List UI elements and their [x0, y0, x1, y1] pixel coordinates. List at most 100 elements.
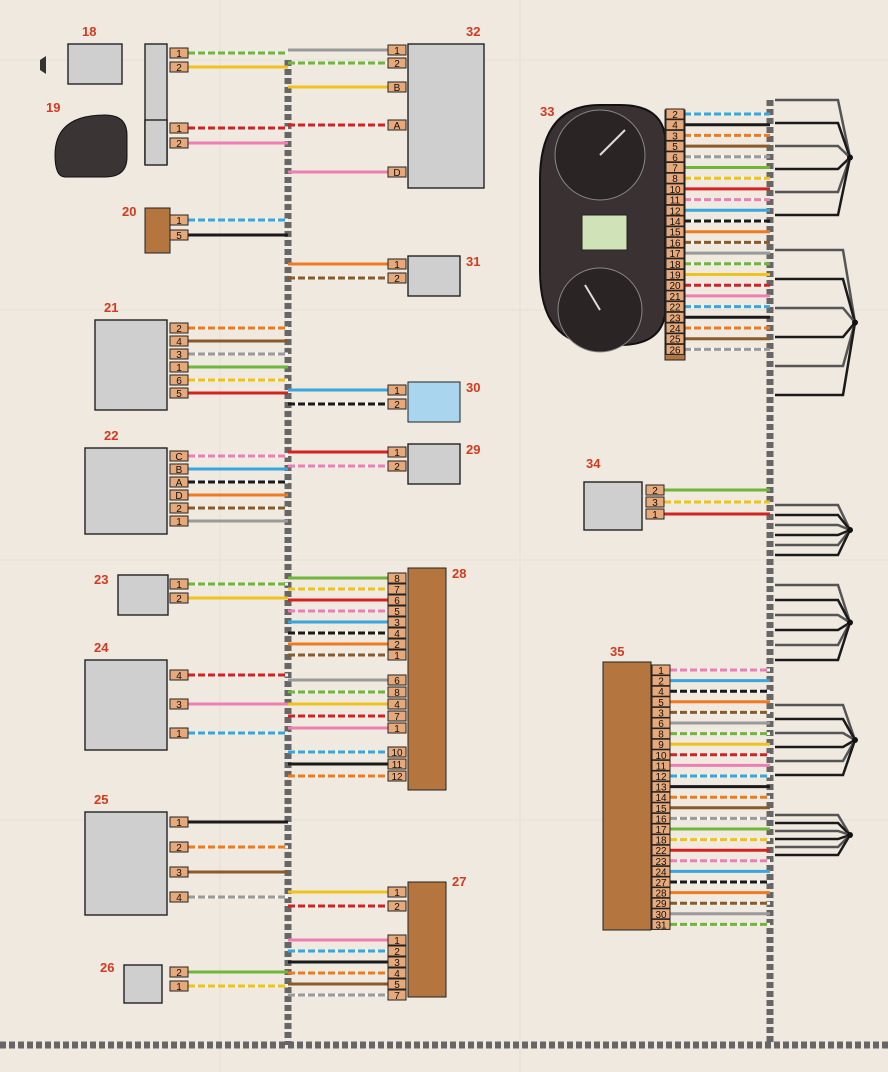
ground-wire [775, 621, 852, 647]
pin-label: 27 [655, 878, 667, 889]
ground-wire [775, 598, 852, 624]
ground-wire [775, 622, 852, 662]
connector-pin: 2 [387, 460, 407, 473]
connector-pin: 2 [387, 900, 407, 913]
connector-pin: 6 [387, 594, 407, 607]
connector-pin: 12 [387, 770, 407, 783]
connector-pin: 4 [387, 698, 407, 711]
connector-pin: 8 [387, 572, 407, 585]
connector-pin: 2 [387, 945, 407, 958]
connector-pin: 16 [665, 236, 685, 249]
connector-pin: 5 [387, 605, 407, 618]
pin-label: 25 [669, 335, 681, 346]
connector-pin: 2 [169, 61, 189, 74]
connector-pin: 28 [651, 887, 671, 900]
pin-label: 4 [672, 121, 678, 132]
connector-pin: 4 [651, 685, 671, 698]
connector-pin: 8 [665, 172, 685, 185]
pin-label: 15 [655, 804, 667, 815]
connector-pin: 7 [387, 989, 407, 1002]
connector-pin: 1 [169, 214, 189, 227]
connector-pin: 3 [387, 616, 407, 629]
pin-label: 4 [176, 337, 182, 348]
pin-label: 6 [176, 376, 182, 387]
component-34 [583, 481, 643, 531]
connector-pin: 12 [665, 204, 685, 217]
pin-label: 23 [669, 313, 681, 324]
ground-wire [775, 322, 857, 397]
pin-label: 18 [655, 836, 667, 847]
pin-label: 11 [392, 760, 403, 771]
connector-pin: 1 [387, 722, 407, 735]
component-29 [407, 443, 461, 485]
pin-label: 4 [176, 671, 182, 682]
pin-label: 1 [176, 982, 182, 993]
connector-pin: 2 [651, 675, 671, 688]
connector-pin: 11 [651, 759, 671, 772]
pin-label: 6 [658, 719, 664, 730]
pin-label: 17 [669, 249, 681, 260]
connector-pin: 2 [387, 57, 407, 70]
pin-label: D [175, 491, 182, 502]
connector-pin: 22 [665, 301, 685, 314]
connector-pin: 3 [651, 706, 671, 719]
pin-label: 6 [394, 676, 400, 687]
connector-pin: 1 [387, 446, 407, 459]
pin-label: 1 [394, 260, 400, 271]
connector-pin: 2 [169, 966, 189, 979]
connector-pin: 23 [665, 311, 685, 324]
pin-label: 3 [176, 350, 182, 361]
pin-label: 13 [655, 783, 667, 794]
pin-label: 2 [672, 110, 678, 121]
pin-label: C [175, 452, 182, 463]
connector-pin: 4 [387, 967, 407, 980]
connector-pin: 3 [169, 698, 189, 711]
connector-pin: 4 [169, 335, 189, 348]
pin-label: 21 [669, 292, 681, 303]
connector-pin: 17 [651, 823, 671, 836]
connector-pin: 3 [387, 956, 407, 969]
connector-pin: 26 [665, 343, 685, 356]
connector-pin: 10 [387, 746, 407, 759]
component-number: 30 [466, 380, 480, 395]
component-number: 26 [100, 960, 114, 975]
connector-pin: 6 [665, 151, 685, 164]
ground-wire [775, 613, 851, 624]
pin-label: 2 [394, 274, 400, 285]
pin-label: 2 [176, 843, 182, 854]
splice-point [847, 527, 853, 533]
pin-label: 3 [672, 131, 678, 142]
connector-pin: 1 [387, 934, 407, 947]
connector-pin: 2 [169, 502, 189, 515]
pin-label: 4 [658, 687, 664, 698]
splice-point [852, 737, 858, 743]
pin-label: 8 [672, 174, 678, 185]
pin-label: 1 [176, 216, 182, 227]
connector-pin: 29 [651, 897, 671, 910]
ground-wire [775, 156, 851, 171]
component-32 [407, 43, 485, 189]
pin-label: 16 [655, 814, 667, 825]
connector-pin: 1 [387, 258, 407, 271]
component-number: 31 [466, 254, 480, 269]
connector-pin: 24 [665, 322, 685, 335]
pin-label: 8 [658, 730, 664, 741]
ground-wire [775, 739, 857, 763]
connector-pin: 18 [665, 258, 685, 271]
connector-pin: C [169, 450, 189, 463]
pin-label: 11 [670, 196, 681, 207]
ground-wire [775, 621, 851, 632]
pin-label: 1 [176, 818, 182, 829]
pin-label: 1 [394, 936, 400, 947]
connector-pin: 1 [387, 649, 407, 662]
connector-pin: 5 [387, 978, 407, 991]
pin-label: 1 [176, 363, 182, 374]
pin-label: 18 [669, 260, 681, 271]
component-number: 24 [94, 640, 109, 655]
component-number: 27 [452, 874, 466, 889]
pin-label: 2 [176, 139, 182, 150]
connector-pin: 14 [665, 215, 685, 228]
component-number: 28 [452, 566, 466, 581]
component-23 [117, 574, 169, 616]
